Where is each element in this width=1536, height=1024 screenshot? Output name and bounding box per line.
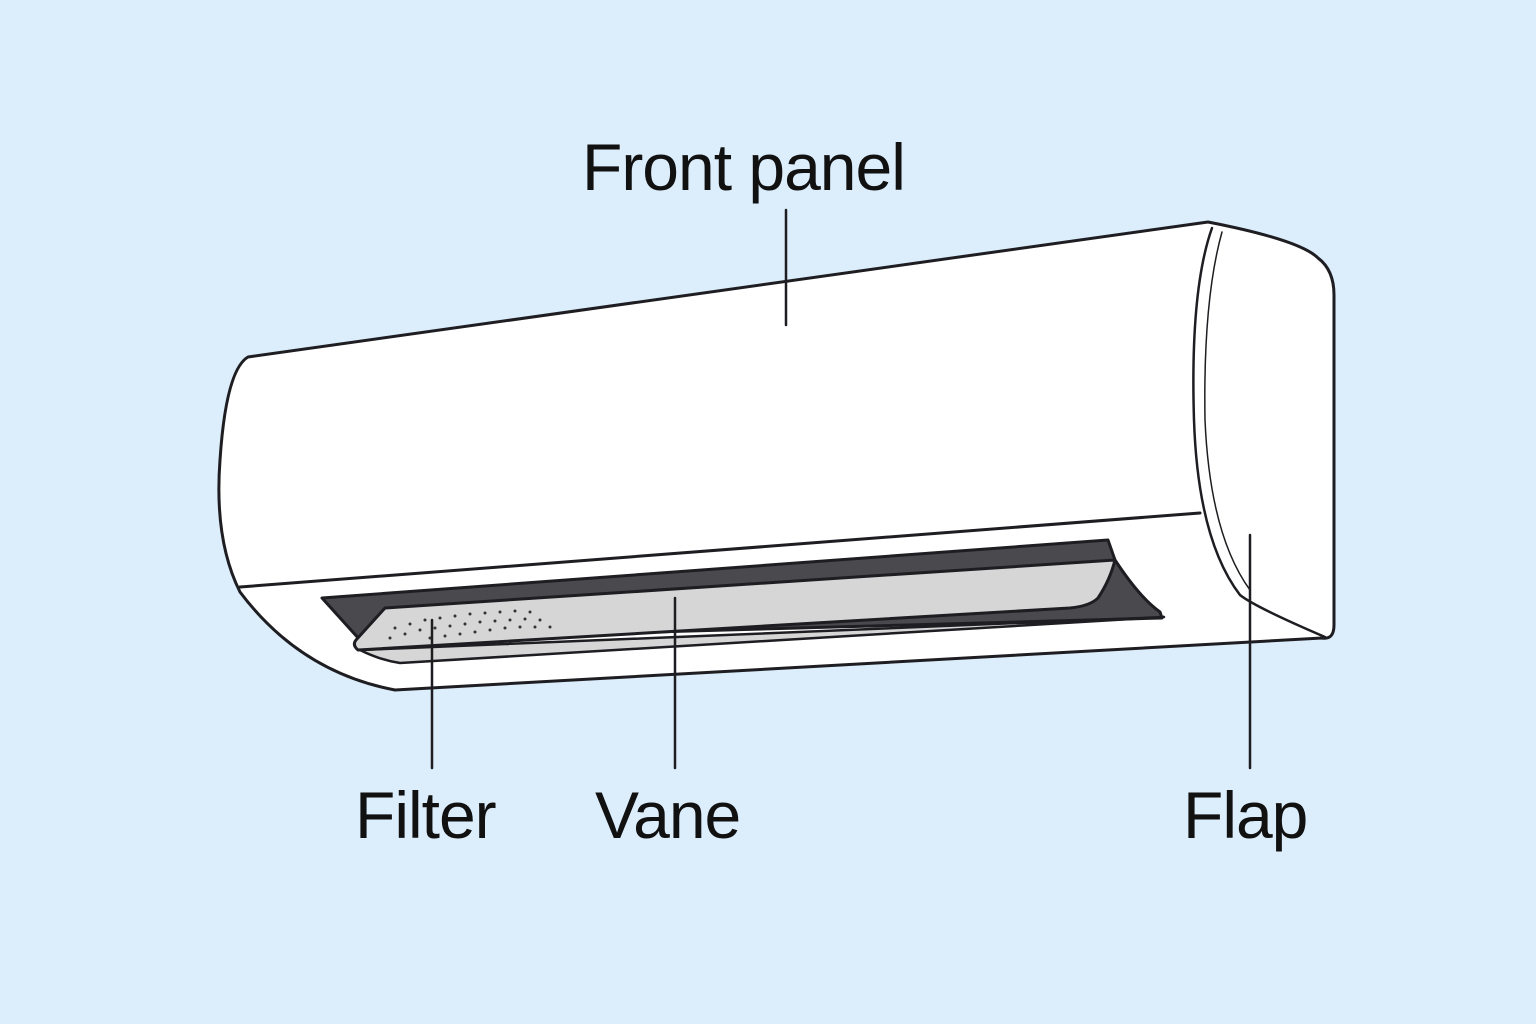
front-panel-label: Front panel <box>582 130 906 204</box>
vane-label: Vane <box>595 778 741 852</box>
flap-label: Flap <box>1183 778 1308 852</box>
filter-label: Filter <box>355 778 497 852</box>
front-panel-bottom-edge <box>238 511 1202 589</box>
side-cap-edge <box>1192 226 1327 639</box>
vane <box>352 558 1117 652</box>
lower-strip <box>358 615 1166 665</box>
leader-lines <box>430 208 1252 770</box>
filter-dots <box>388 609 552 640</box>
side-cap-edge-inner <box>1204 231 1251 591</box>
